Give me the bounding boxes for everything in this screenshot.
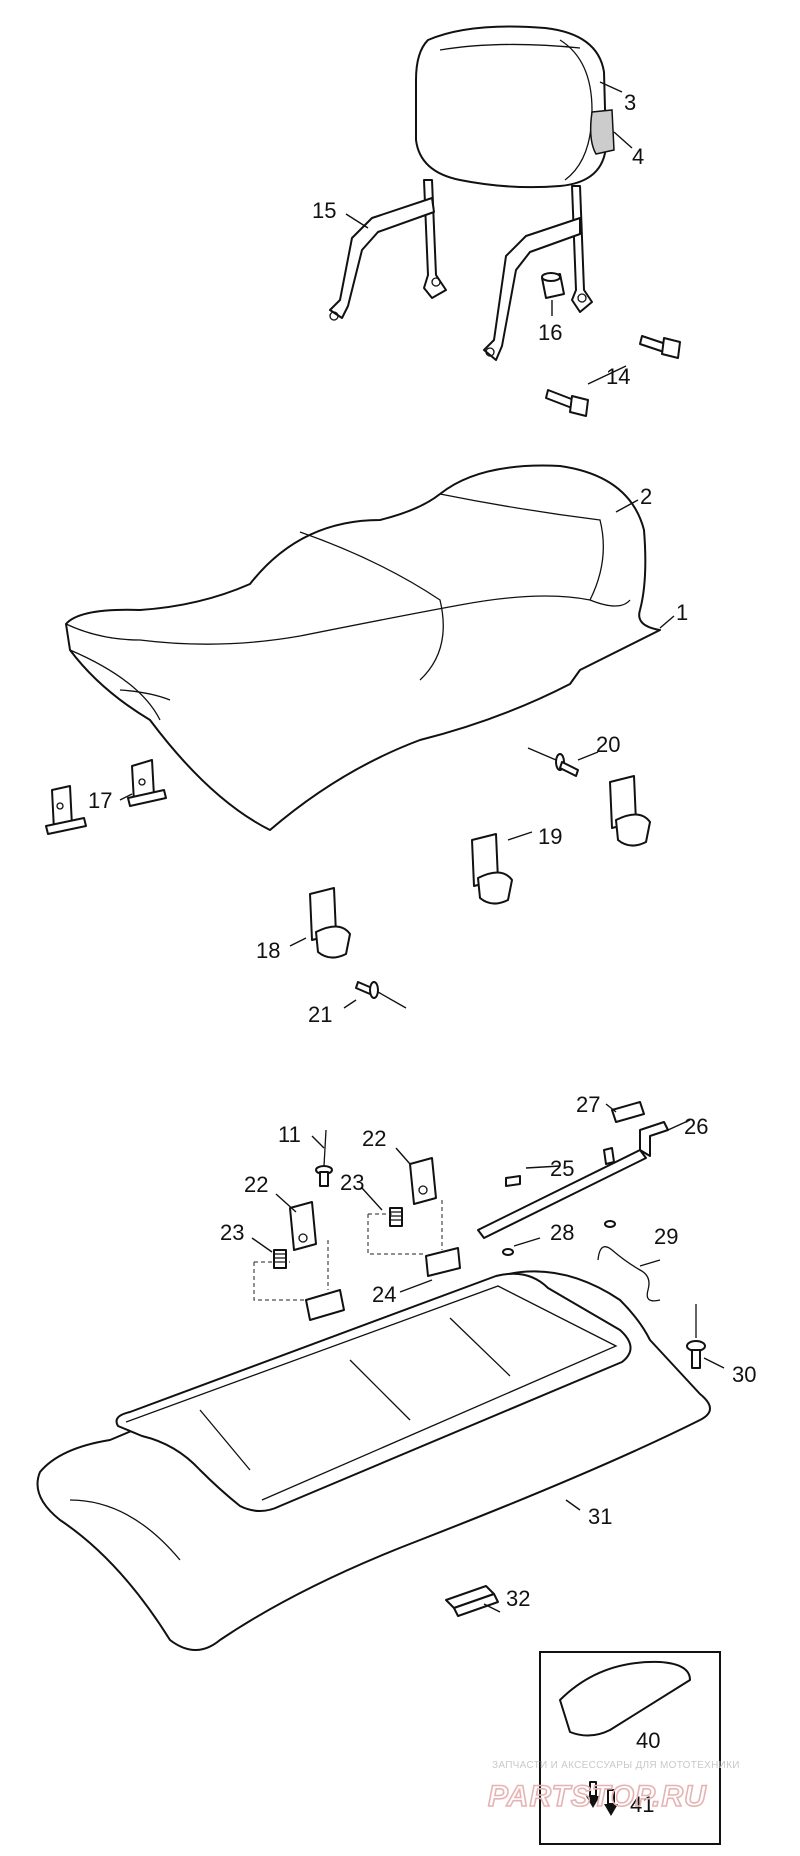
callout-2: 2 xyxy=(640,484,652,509)
pin-11 xyxy=(315,1129,333,1187)
watermark-logo: PARTSTOP.RU xyxy=(488,1780,707,1813)
callout-17: 17 xyxy=(88,788,112,813)
pin-30 xyxy=(686,1304,706,1369)
callout-22-right: 22 xyxy=(362,1126,386,1151)
bushing xyxy=(541,272,565,299)
screw-25 xyxy=(505,1147,615,1187)
callout-14: 14 xyxy=(606,364,630,389)
callout-labels: 3 4 15 16 14 2 1 20 17 19 18 21 27 26 11… xyxy=(88,90,756,1817)
callout-28: 28 xyxy=(550,1220,574,1245)
callout-23-left: 23 xyxy=(220,1220,244,1245)
seat-assembly xyxy=(65,464,661,831)
callout-15: 15 xyxy=(312,198,336,223)
callout-3: 3 xyxy=(624,90,636,115)
callout-40: 40 xyxy=(636,1728,660,1753)
nut-28 xyxy=(502,1220,616,1256)
callout-20: 20 xyxy=(596,732,620,757)
callout-18: 18 xyxy=(256,938,280,963)
rod-27 xyxy=(611,1101,645,1123)
callout-19: 19 xyxy=(538,824,562,849)
screw-upper xyxy=(639,335,681,359)
callout-27: 27 xyxy=(576,1092,600,1117)
seat-pan xyxy=(36,1270,711,1651)
callout-11: 11 xyxy=(278,1122,301,1147)
hinge-block-22-left xyxy=(289,1201,317,1251)
callout-30: 30 xyxy=(732,1362,756,1387)
backrest-pad xyxy=(415,25,607,189)
hinge-19-left xyxy=(471,833,513,905)
callout-21: 21 xyxy=(308,1002,332,1027)
spring-23-left xyxy=(273,1249,287,1269)
leader-lines xyxy=(119,81,725,1613)
callout-26: 26 xyxy=(684,1114,708,1139)
hinge-block-22-right xyxy=(409,1157,437,1205)
callout-29: 29 xyxy=(654,1224,678,1249)
clip-32 xyxy=(445,1585,499,1617)
spring-23-right xyxy=(389,1207,403,1227)
screw-lower xyxy=(545,389,589,417)
backrest-frame xyxy=(329,179,593,361)
latch-rod-26 xyxy=(477,1121,669,1239)
callout-22-left: 22 xyxy=(244,1172,268,1197)
hinge-base-24 xyxy=(253,1200,461,1321)
watermark-tagline: ЗАПЧАСТИ И АКСЕССУАРЫ ДЛЯ МОТОТЕХНИКИ xyxy=(492,1760,740,1771)
callout-23-right: 23 xyxy=(340,1170,364,1195)
hinge-18 xyxy=(309,887,351,959)
bracket-17 xyxy=(45,759,167,835)
watermark: ЗАПЧАСТИ И АКСЕССУАРЫ ДЛЯ МОТОТЕХНИКИ PA… xyxy=(487,1760,740,1814)
callout-25: 25 xyxy=(550,1156,574,1181)
pin-20 xyxy=(527,747,579,777)
callout-24: 24 xyxy=(372,1282,396,1307)
callout-1: 1 xyxy=(676,600,688,625)
backrest-patch xyxy=(589,109,615,155)
callout-32: 32 xyxy=(506,1586,530,1611)
pin-21 xyxy=(355,981,407,1009)
callout-16: 16 xyxy=(538,320,562,345)
callout-31: 31 xyxy=(588,1504,612,1529)
rivet-41 xyxy=(586,1781,618,1816)
inset-box xyxy=(539,1651,721,1845)
spring-clip-29 xyxy=(597,1246,661,1302)
callout-4: 4 xyxy=(632,144,644,169)
hinge-19-right xyxy=(609,775,651,847)
callout-41: 41 xyxy=(630,1792,654,1817)
